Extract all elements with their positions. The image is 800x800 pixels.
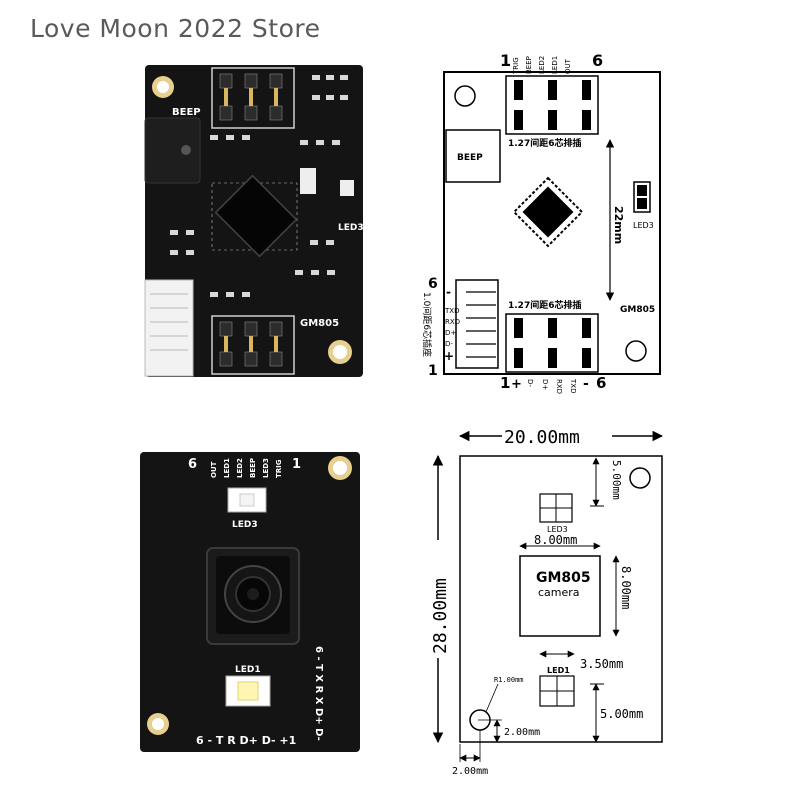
- sch-left-minus: -: [446, 285, 451, 299]
- sch-top-pin-6: 6: [592, 51, 603, 70]
- sch-top-pin-label: BEEP: [525, 56, 533, 74]
- dim-cam-height: 8.00mm: [619, 566, 633, 609]
- dim-bottom-gap: 5.00mm: [600, 707, 643, 721]
- pcb-bottom-pin-label: BEEP: [249, 458, 257, 478]
- sch-left-connector-label: 1.0间距6芯插座: [421, 292, 433, 357]
- sch-top-pin-label: LED2: [538, 56, 546, 74]
- sch-top-pin-label: OUT: [564, 58, 572, 74]
- sch-bottom-minus: -: [583, 376, 589, 392]
- pcb-top-led3-label: LED3: [338, 223, 364, 233]
- sch-bottom-pin-1: 1: [500, 374, 510, 392]
- pcb-bottom-edge-row: 6 - T R D+ D- +1: [196, 734, 296, 747]
- sch-bottom-pin-6: 6: [596, 374, 606, 392]
- sch-bottom-pin-label: D+: [541, 379, 549, 390]
- dim-hole-radius: R1.00mm: [494, 676, 524, 684]
- sch-led3-label: LED3: [633, 221, 654, 230]
- dim-cam-name: GM805: [536, 570, 591, 586]
- sch-chip-icon: [512, 176, 584, 248]
- store-title: Love Moon 2022 Store: [30, 14, 321, 43]
- dimension-drawing: 20.00mm 28.00mm LED3 5.00mm 8.00mm GM805…: [428, 426, 664, 777]
- led3-icon: [300, 168, 316, 194]
- mount-hole-icon: [629, 467, 651, 489]
- sch-left-plus: +: [444, 349, 454, 363]
- main-chip-icon: [214, 174, 298, 258]
- pcb-bottom-led1-label: LED1: [235, 665, 261, 675]
- pcb-bottom-photo: 6 1 OUT LED1 LED2 BEEP LED3 TRIG LED3 LE…: [140, 452, 360, 752]
- buzzer-icon: [144, 117, 201, 184]
- dim-led3-offset: 5.00mm: [610, 460, 623, 500]
- sch-bottom-plus: +: [511, 377, 522, 392]
- sch-buzzer-box: [445, 129, 501, 183]
- pcb-bottom-pin-label: TRIG: [275, 459, 283, 478]
- mount-hole-icon: [454, 85, 476, 107]
- sch-left-pin-label: RXD: [445, 318, 460, 326]
- dim-width-label: 20.00mm: [504, 427, 580, 448]
- dim-height-label: 28.00mm: [430, 578, 451, 654]
- sch-top-pin-label: TRIG: [512, 57, 520, 75]
- sch-top-pin-label: LED1: [551, 56, 559, 74]
- pcb-bottom-pin-label: LED2: [236, 458, 244, 478]
- sch-dim-22: 22mm: [612, 206, 625, 244]
- dim-hole-x: 2.00mm: [452, 766, 488, 777]
- sch-beep-label: BEEP: [457, 153, 483, 163]
- pcb-top-gm805-label: GM805: [300, 318, 339, 329]
- side-connector-icon: [144, 279, 194, 377]
- pcb-bottom-led3-label: LED3: [232, 520, 258, 530]
- pcb-bottom-pin-6: 6: [188, 457, 197, 472]
- sch-gm805-label: GM805: [620, 305, 655, 315]
- sch-left-pin-label: TXD: [444, 307, 459, 315]
- dim-camera-box: [519, 555, 601, 637]
- sch-header-label-top: 1.27间距6芯排插: [508, 137, 581, 149]
- sch-top-pin-1: 1: [500, 51, 511, 70]
- sch-bottom-pin-label: D-: [526, 379, 534, 387]
- pcb-bottom-side-row: 6 - T X R X D+ D-: [313, 646, 324, 741]
- sch-bottom-pin-label: TXD: [569, 378, 577, 393]
- pcb-bottom-pin-label: LED3: [262, 458, 270, 478]
- pcb-bottom-pin-1: 1: [292, 457, 301, 472]
- sch-left-pin-label: D+: [445, 329, 456, 337]
- pcb-bottom-pin-label: LED1: [223, 458, 231, 478]
- dim-led1-label: LED1: [547, 666, 570, 675]
- dim-cam-width: 8.00mm: [534, 533, 577, 547]
- sch-left-pin-label: D-: [445, 340, 453, 348]
- dim-cam-sub: camera: [538, 586, 580, 599]
- sch-left-pin-6: 6: [428, 276, 438, 292]
- pcb-top-beep-label: BEEP: [172, 107, 201, 118]
- pcb-bottom-pin-label: OUT: [210, 461, 218, 478]
- pcb-top-photo: BEEP LED3 GM805: [144, 65, 364, 377]
- mount-hole-icon: [625, 340, 647, 362]
- sch-header-label-bottom: 1.27间距6芯排插: [508, 299, 581, 311]
- schematic-diagram: 1 6 TRIG BEEP LED2 LED1 OUT 1.27间距6芯排插 B…: [421, 51, 661, 394]
- dim-led1-gap: 3.50mm: [580, 657, 623, 671]
- sch-bottom-pin-label: RXD: [555, 379, 563, 394]
- sch-left-pin-1: 1: [428, 363, 438, 379]
- dim-hole-y: 2.00mm: [504, 727, 540, 738]
- led3-icon: [227, 487, 267, 513]
- dim-led3-label: LED3: [547, 525, 568, 534]
